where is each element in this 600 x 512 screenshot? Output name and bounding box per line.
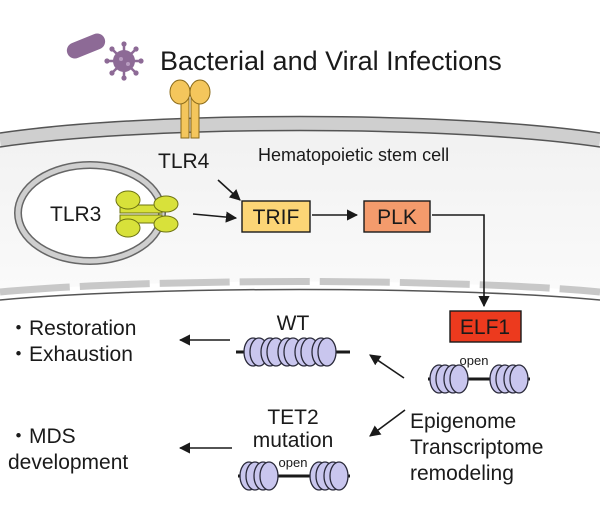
outcome-restoration: ・Restoration [8,317,136,340]
nucleosome-icon [323,461,349,491]
epigenome-line1: Epigenome [410,410,516,433]
tet2-label: TET2 [267,406,318,429]
nuclear-membrane [0,278,600,301]
virus-icon [104,41,144,81]
arrow-epigenome-to-tet2 [369,409,406,437]
epigenome-line2: Transcriptome [410,436,543,459]
outcome-mds: ・MDS [8,425,76,448]
tlr4-label: TLR4 [158,150,210,173]
plk-node: PLK [363,200,431,233]
nucleosome-icon [311,337,337,367]
arrow-open-to-wt [369,354,405,379]
tet2-open-chromatin [238,461,350,491]
open-label-top: open [460,353,489,368]
wt-label: WT [277,312,310,335]
tlr3-label: TLR3 [50,203,101,226]
open-label-bottom: open [279,455,308,470]
trif-label: TRIF [253,206,300,229]
arrow-plk-to-elf1 [432,214,490,308]
elf1-label: ELF1 [460,316,510,339]
tlr3-receptor-icon [115,190,179,238]
outcome-exhaustion: ・Exhaustion [8,343,133,366]
outcome-mds-development: development [8,451,128,474]
open-chromatin-top [428,364,530,394]
mutation-label: mutation [253,429,334,452]
nucleosome-icon [503,364,529,394]
arrow-tlr4-to-trif [217,179,241,201]
plasma-membrane [0,115,600,148]
infection-title: Bacterial and Viral Infections [160,46,502,76]
epigenome-line3: remodeling [410,462,514,485]
trif-node: TRIF [241,200,311,233]
tlr4-receptor-icon [169,79,211,139]
nucleosome-icon [253,461,279,491]
wt-closed-chromatin [236,337,350,367]
elf1-node: ELF1 [449,310,522,343]
arrow-tlr3-to-trif [192,211,238,223]
cell-label: Hematopoietic stem cell [258,145,449,165]
nucleosome-icon [443,364,469,394]
bacterium-icon [66,33,106,59]
plk-label: PLK [377,206,417,229]
